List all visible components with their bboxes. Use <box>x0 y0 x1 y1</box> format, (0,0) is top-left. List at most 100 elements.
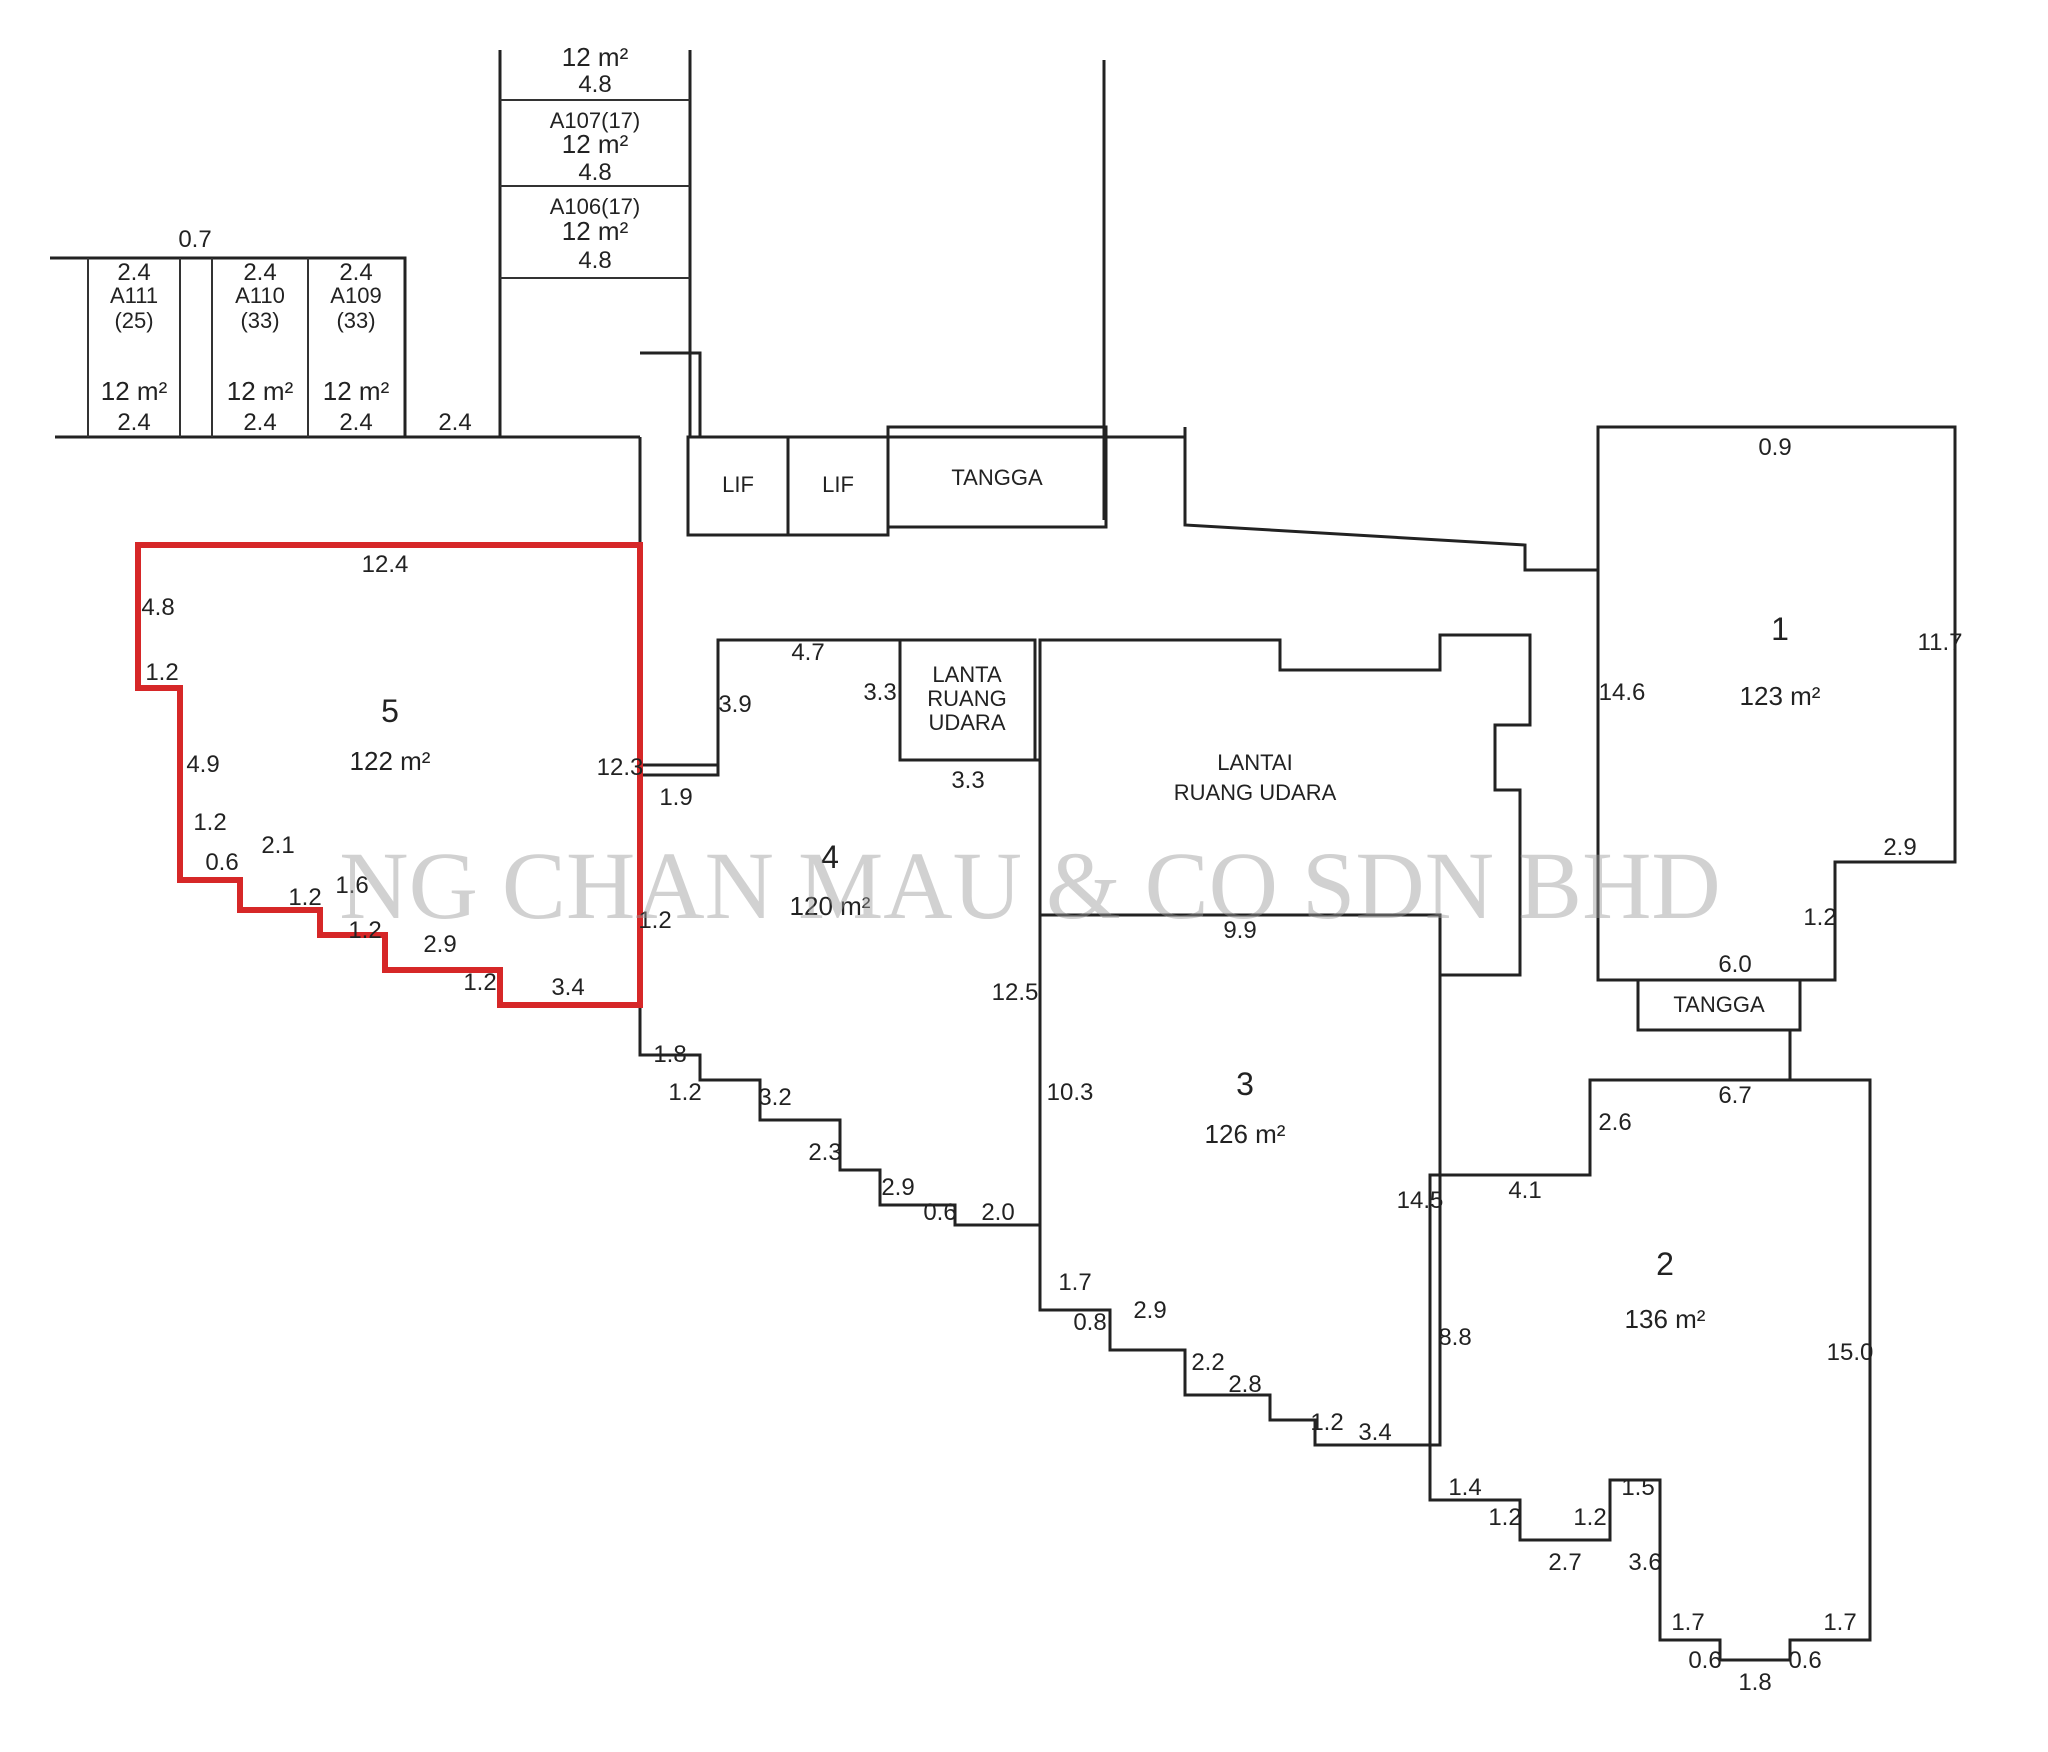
dim-1-5: 1.5 <box>1621 1474 1654 1501</box>
parcel-3-area: 126 m² <box>1205 1119 1286 1149</box>
dim-2-2: 2.2 <box>1191 1349 1224 1376</box>
parcel-5-lot: 5 <box>381 693 399 729</box>
stair-right-label: TANGGA <box>1673 992 1765 1017</box>
parcel-1-lot: 1 <box>1771 611 1789 647</box>
dim-9-9: 9.9 <box>1223 917 1256 944</box>
void-small-line3: UDARA <box>928 710 1005 735</box>
dim-6-0: 6.0 <box>1718 951 1751 978</box>
parcel-2-lot: 2 <box>1656 1246 1674 1282</box>
unit-a110-sub: (33) <box>240 308 279 333</box>
watermark: NG CHAN MAU & CO SDN BHD <box>339 832 1720 939</box>
dim-0-6d: 0.6 <box>1788 1647 1821 1674</box>
dim-3-3-horizontal: 3.3 <box>951 767 984 794</box>
unit-a111-name: A111 <box>110 283 158 308</box>
dim-3-4a: 3.4 <box>551 974 584 1001</box>
dim-1-8b: 1.8 <box>1738 1669 1771 1696</box>
parcel-1[interactable]: 1 123 m² <box>1596 425 1957 982</box>
dim-4-9: 4.9 <box>186 751 219 778</box>
unit-a107-area: 12 m² <box>562 129 629 159</box>
unit-a109-bottom-dim: 2.4 <box>339 409 372 436</box>
dim-2-9d: 2.9 <box>1883 834 1916 861</box>
stair-right: TANGGA <box>1636 978 1802 1080</box>
dim-10-3: 10.3 <box>1047 1079 1094 1106</box>
dim-1-2i: 1.2 <box>1803 904 1836 931</box>
dim-8-8: 8.8 <box>1438 1324 1471 1351</box>
dim-1-7c: 1.7 <box>1823 1609 1856 1636</box>
parcel-4-lot: 4 <box>821 839 839 875</box>
corridor-outline <box>55 60 1598 767</box>
parcel-4-area: 120 m² <box>790 891 871 921</box>
dim-0-6b: 0.6 <box>923 1199 956 1226</box>
dim-12-4: 12.4 <box>362 551 409 578</box>
unit-a106-width: 4.8 <box>578 247 611 274</box>
dim-1-2f: 1.2 <box>638 907 671 934</box>
dim-3-2: 3.2 <box>758 1084 791 1111</box>
dim-1-2a: 1.2 <box>145 659 178 686</box>
parcel-2-area: 136 m² <box>1625 1304 1706 1334</box>
dim-3-3-vertical: 3.3 <box>863 679 896 706</box>
dim-2-9b: 2.9 <box>881 1174 914 1201</box>
unit-a107-name: A107(17) <box>550 108 641 133</box>
unit-a111-top-dim: 2.4 <box>117 259 150 286</box>
dimension-labels: 12.4 4.8 1.2 4.9 12.3 1.2 0.6 2.1 1.2 1.… <box>141 434 1962 1696</box>
dim-1-7a: 1.7 <box>1058 1269 1091 1296</box>
small-units-left: 0.7 2.4 A111 (25) 12 m² 2.4 2.4 A110 (33… <box>50 226 472 437</box>
dim-1-7b: 1.7 <box>1671 1609 1704 1636</box>
dim-4-1: 4.1 <box>1508 1177 1541 1204</box>
unit-a110-area: 12 m² <box>227 376 294 406</box>
unit-a106-area: 12 m² <box>562 216 629 246</box>
dim-1-2h: 1.2 <box>1310 1409 1343 1436</box>
parcel-5[interactable]: 5 122 m² <box>135 542 643 1008</box>
dim-2-9a: 2.9 <box>423 931 456 958</box>
unit-a109-sub: (33) <box>336 308 375 333</box>
stair-top-label: TANGGA <box>951 465 1043 490</box>
dim-1-2e: 1.2 <box>463 969 496 996</box>
unit-a109-top-dim: 2.4 <box>339 259 372 286</box>
dim-4-7: 4.7 <box>791 639 824 666</box>
dim-14-5: 14.5 <box>1397 1187 1444 1214</box>
unit-a106-name: A106(17) <box>550 194 641 219</box>
unit-a109-area: 12 m² <box>323 376 390 406</box>
dim-0-9: 0.9 <box>1758 434 1791 461</box>
parcel-1-area: 123 m² <box>1740 681 1821 711</box>
dim-0-6a: 0.6 <box>205 849 238 876</box>
unit-a111-bottom-dim: 2.4 <box>117 409 150 436</box>
lift-1-label: LIF <box>722 472 754 497</box>
parcel-3-lot: 3 <box>1236 1066 1254 1102</box>
dim-2-1: 2.1 <box>261 832 294 859</box>
unit-a111-sub: (25) <box>114 308 153 333</box>
unit-a110-bottom-dim: 2.4 <box>243 409 276 436</box>
dim-6-7: 6.7 <box>1718 1082 1751 1109</box>
dim-3-9: 3.9 <box>718 691 751 718</box>
unit-top-width: 4.8 <box>578 71 611 98</box>
parcel-2[interactable]: 2 136 m² <box>1428 1078 1872 1662</box>
stair-top <box>886 425 1108 529</box>
dim-2-4-corridor: 2.4 <box>438 409 471 436</box>
void-large-line1: LANTAI <box>1217 750 1292 775</box>
dim-2-7: 2.7 <box>1548 1549 1581 1576</box>
unit-a109-name: A109 <box>330 283 381 308</box>
lift-2-label: LIF <box>822 472 854 497</box>
dim-14-6: 14.6 <box>1599 679 1646 706</box>
dim-11-7: 11.7 <box>1918 629 1963 656</box>
dim-1-6: 1.6 <box>335 872 368 899</box>
unit-a111-area: 12 m² <box>101 376 168 406</box>
dim-4-8: 4.8 <box>141 594 174 621</box>
unit-a107-width: 4.8 <box>578 159 611 186</box>
parcel-3[interactable]: 3 126 m² <box>1038 913 1442 1447</box>
unit-a110-top-dim: 2.4 <box>243 259 276 286</box>
dim-1-2j: 1.2 <box>1488 1504 1521 1531</box>
unit-top-area: 12 m² <box>562 42 629 72</box>
dim-3-6: 3.6 <box>1628 1549 1661 1576</box>
dim-12-3: 12.3 <box>597 754 644 781</box>
dim-1-8: 1.8 <box>653 1041 686 1068</box>
void-large-line2: RUANG UDARA <box>1174 780 1337 805</box>
void-small-line2: RUANG <box>927 686 1006 711</box>
void-small: LANTA RUANG UDARA <box>898 638 1037 762</box>
void-large: LANTAI RUANG UDARA <box>1038 633 1532 977</box>
dim-1-2b: 1.2 <box>193 809 226 836</box>
unit-a110-name: A110 <box>235 283 285 308</box>
dim-12-5: 12.5 <box>992 979 1039 1006</box>
lift-stair-block: LIF LIF TANGGA <box>686 425 1108 537</box>
